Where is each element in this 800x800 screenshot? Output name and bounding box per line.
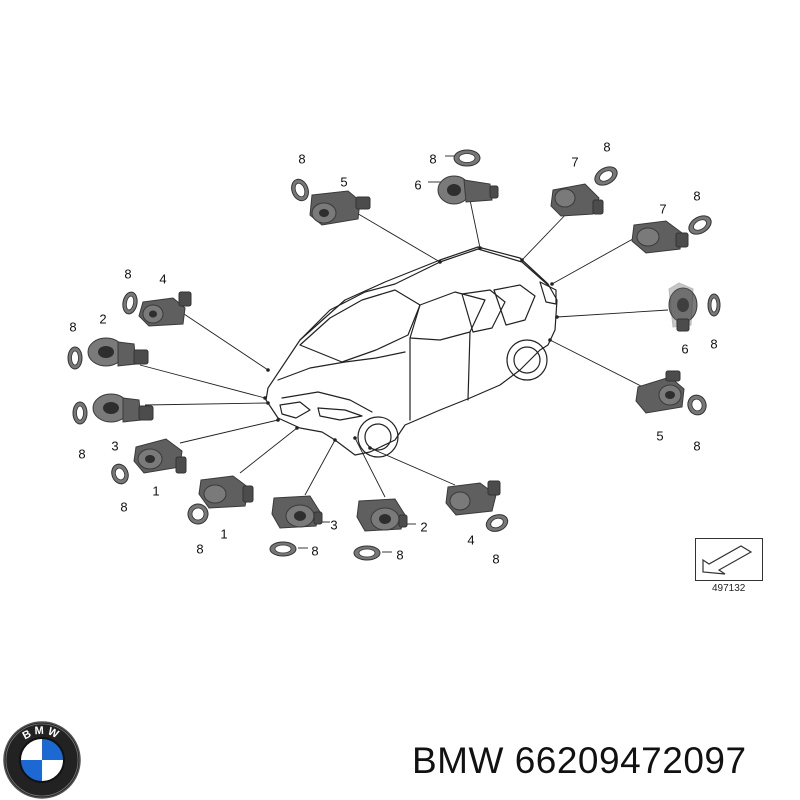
sensor-3-front <box>271 495 323 529</box>
reference-view-icon <box>695 538 763 581</box>
seal-ring <box>453 149 481 167</box>
sensor-4-left <box>138 291 192 327</box>
callout-number: 8 <box>120 499 127 514</box>
callout-number: 8 <box>298 151 305 166</box>
callout-number: 8 <box>311 543 318 558</box>
callout-number: 1 <box>220 526 227 541</box>
callout-number: 1 <box>152 483 159 498</box>
callout-number: 7 <box>571 154 578 169</box>
seal-ring <box>687 394 707 416</box>
sensor-1-left <box>133 438 187 474</box>
sensor-7-right <box>631 220 689 254</box>
seal-ring <box>67 346 83 370</box>
callout-number: 8 <box>78 446 85 461</box>
seal-ring <box>122 291 138 315</box>
callout-number: 8 <box>693 188 700 203</box>
seal-ring <box>291 178 309 202</box>
callout-number: 7 <box>659 201 666 216</box>
callout-number: 2 <box>99 311 106 326</box>
callout-number: 8 <box>710 336 717 351</box>
sensor-7-top-right <box>550 183 604 217</box>
car-outline <box>265 246 558 458</box>
seal-ring <box>187 503 209 525</box>
callout-number: 8 <box>693 438 700 453</box>
callout-number: 8 <box>69 319 76 334</box>
leader-lines <box>139 155 669 553</box>
callout-number: 2 <box>420 519 427 534</box>
svg-text:BMW: BMW <box>21 725 64 743</box>
part-number-title: BMW 66209472097 <box>412 740 747 781</box>
sensor-6-top <box>437 175 499 205</box>
callout-number: 8 <box>492 551 499 566</box>
callout-number: 3 <box>111 438 118 453</box>
sensor-5-right <box>635 370 685 414</box>
callout-number: 4 <box>159 271 166 286</box>
callout-number: 8 <box>196 541 203 556</box>
callout-number: 8 <box>124 266 131 281</box>
callout-number: 5 <box>656 428 663 443</box>
seal-ring <box>353 545 381 561</box>
seal-ring <box>72 401 88 425</box>
callout-number: 8 <box>396 547 403 562</box>
callout-number: 6 <box>414 177 421 192</box>
callout-number: 4 <box>467 532 474 547</box>
seal-ring <box>111 463 129 485</box>
seal-ring <box>707 293 721 317</box>
callout-number: 3 <box>330 517 337 532</box>
callout-number: 6 <box>681 341 688 356</box>
bmw-logo-icon: BMW <box>3 721 81 799</box>
sensor-6-right <box>668 282 698 332</box>
seal-ring <box>594 166 618 186</box>
sensor-1-front <box>198 475 254 509</box>
callout-number: 8 <box>603 139 610 154</box>
callout-number: 8 <box>429 151 436 166</box>
sensor-2-left <box>87 337 149 367</box>
callout-number: 5 <box>340 174 347 189</box>
sensor-3-left <box>92 393 154 423</box>
reference-number: 497132 <box>712 583 746 594</box>
seal-ring <box>688 215 712 235</box>
sensor-2-front <box>356 498 408 532</box>
seal-ring <box>485 514 509 532</box>
seal-rings <box>67 149 721 561</box>
sensor-4-front <box>445 480 501 516</box>
sensor-5-top-left <box>309 190 371 226</box>
seal-ring <box>269 541 297 557</box>
